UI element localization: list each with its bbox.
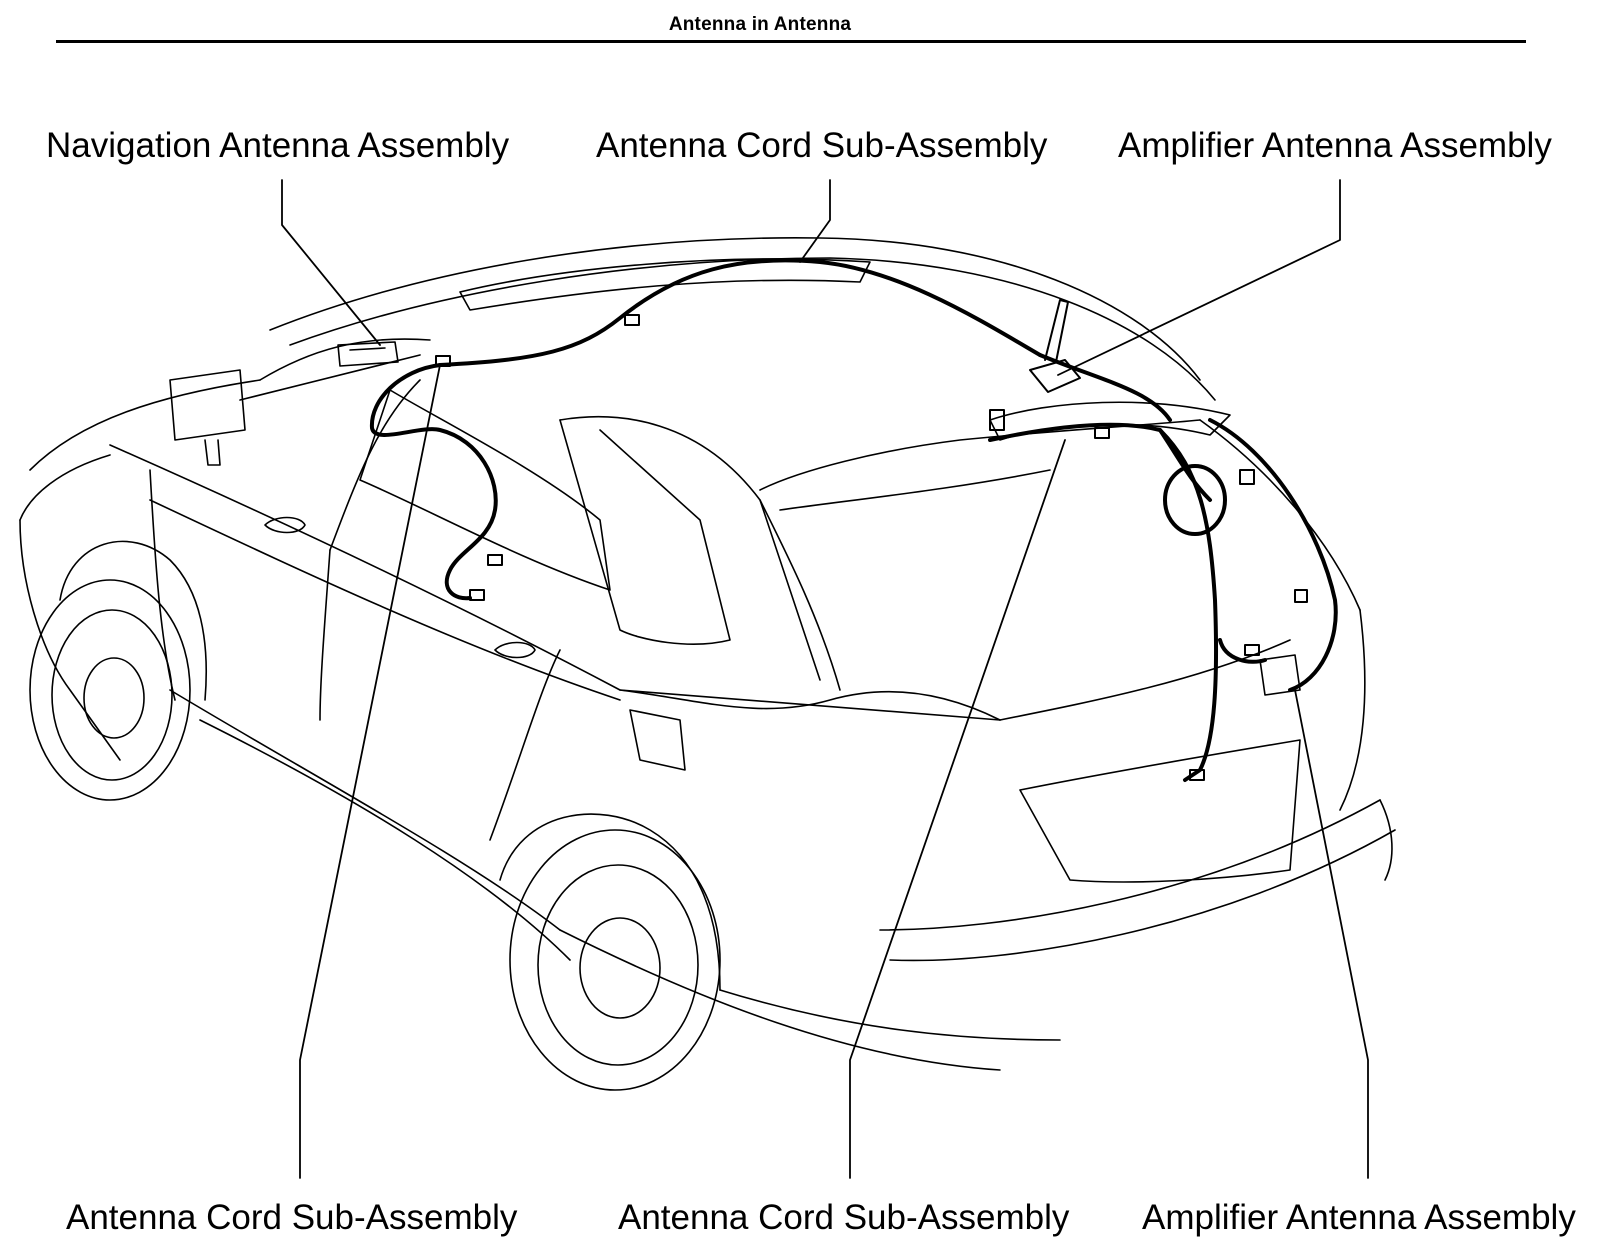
vehicle-body-outline [19, 237, 1396, 1071]
front-wheel [29, 579, 191, 801]
callout-antenna-cord-rear: Antenna Cord Sub-Assembly [618, 1198, 1070, 1237]
title-divider [56, 40, 1526, 43]
callout-antenna-cord-side: Antenna Cord Sub-Assembly [66, 1198, 518, 1237]
tailgate-amplifier-antenna [1259, 654, 1301, 696]
callout-antenna-cord-roof: Antenna Cord Sub-Assembly [596, 126, 1048, 165]
callout-amplifier-antenna-tailgate: Amplifier Antenna Assembly [1142, 1198, 1576, 1237]
antenna-cord-harness [369, 258, 1338, 782]
callout-amplifier-antenna-roof: Amplifier Antenna Assembly [1118, 126, 1552, 165]
cord-connectors [435, 314, 1308, 781]
rear-wheel [509, 829, 721, 1091]
page-title: Antenna in Antenna [668, 14, 852, 35]
leader-lines [281, 179, 1369, 1179]
roof-amplifier-antenna [1029, 299, 1081, 393]
callout-navigation-antenna-assembly: Navigation Antenna Assembly [46, 126, 510, 165]
navigation-antenna-unit [337, 341, 399, 367]
